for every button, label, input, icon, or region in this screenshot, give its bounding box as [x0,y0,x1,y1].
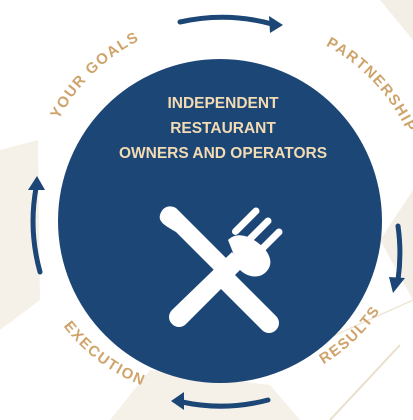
center-title: INDEPENDENT RESTAURANT OWNERS AND OPERAT… [119,95,327,162]
arrowhead-right [389,277,405,293]
watermark-shape-right [380,190,413,300]
watermark-shape-bottom [110,370,300,420]
arrow-right [395,223,403,283]
watermark-shape-top-right [380,0,413,40]
fork-tine [243,217,272,245]
knife-and-fork-icon [159,206,283,333]
center-title-line-1: INDEPENDENT [167,95,279,112]
center-title-line-3: OWNERS AND OPERATORS [119,145,327,162]
arrowhead-left [28,176,45,190]
arrowhead-top [269,16,283,33]
knife-blade [159,206,226,270]
fork-handle [169,252,244,327]
arrow-top [177,14,275,27]
center-title-line-2: RESTAURANT [170,120,276,137]
fork-tine [231,207,260,235]
center-circle [58,59,382,383]
arrowhead-bottom [171,392,184,410]
arrow-bottom [179,397,271,409]
arrowheads [28,16,405,410]
watermark-line [329,344,401,420]
arrow-left [30,185,43,275]
